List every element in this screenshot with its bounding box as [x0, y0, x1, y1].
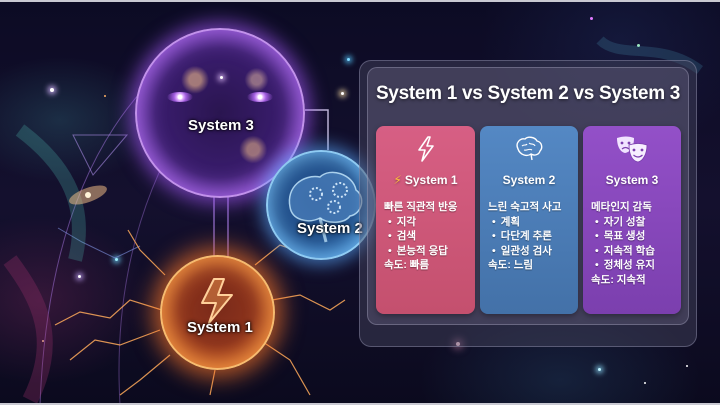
lightning-bolt-icon: [376, 134, 475, 164]
system2-orb: [266, 150, 376, 260]
system3-card: System 3 메타인지 감독 자기 성찰 목표 생성 지속적 학습 정체성 …: [583, 126, 681, 314]
brain-icon: [480, 134, 578, 164]
star: [115, 258, 118, 261]
card-heading: 메타인지 감독: [591, 201, 652, 213]
star: [104, 95, 106, 97]
list-item: 지속적 학습: [591, 244, 677, 259]
list-item: 자기 성찰: [591, 215, 677, 230]
list-item: 본능적 응답: [384, 244, 471, 259]
list-item: 일관성 검사: [488, 244, 574, 259]
list-item: 검색: [384, 229, 471, 244]
star: [341, 92, 344, 95]
lightning-emoji-icon: ⚡: [393, 173, 402, 187]
list-item: 목표 생성: [591, 229, 677, 244]
card-title: System 3: [605, 173, 659, 187]
card-speed: 속도: 느림: [488, 259, 534, 271]
card-body: 빠른 직관적 반응 지각 검색 본능적 응답 속도: 빠름: [384, 200, 471, 273]
star: [78, 275, 81, 278]
card-heading: 빠른 직관적 반응: [384, 201, 458, 213]
star: [644, 382, 646, 384]
bottom-border: [0, 403, 720, 405]
eye-icon: [167, 92, 193, 102]
star: [637, 44, 640, 47]
star: [347, 58, 350, 61]
card-title: ⚡System 1: [393, 173, 458, 187]
system1-orb: [160, 255, 275, 370]
list-item: 계획: [488, 215, 574, 230]
card-body: 느린 숙고적 사고 계획 다단계 추론 일관성 검사 속도: 느림: [488, 200, 574, 273]
card-body: 메타인지 감독 자기 성찰 목표 생성 지속적 학습 정체성 유지 속도: 지속…: [591, 200, 677, 287]
system3-orb-label: System 3: [188, 117, 254, 134]
lightning-bolt-icon: [201, 278, 233, 324]
card-title: System 2: [502, 173, 556, 187]
star: [50, 88, 54, 92]
star: [220, 76, 223, 79]
system1-orb-label: System 1: [187, 319, 253, 336]
list-item: 다단계 추론: [488, 229, 574, 244]
system3-orb: [135, 28, 305, 198]
star: [456, 342, 460, 346]
panel-title: System 1 vs System 2 vs System 3: [375, 83, 681, 104]
star: [686, 365, 688, 367]
system1-card: ⚡System 1 빠른 직관적 반응 지각 검색 본능적 응답 속도: 빠름: [376, 126, 475, 314]
card-speed: 속도: 빠름: [384, 259, 430, 271]
system2-orb-label: System 2: [297, 220, 363, 237]
card-heading: 느린 숙고적 사고: [488, 201, 562, 213]
card-speed: 속도: 지속적: [591, 273, 646, 286]
list-item: 정체성 유지: [591, 258, 677, 273]
system2-card: System 2 느린 숙고적 사고 계획 다단계 추론 일관성 검사 속도: …: [480, 126, 578, 314]
top-border: [0, 0, 720, 2]
star: [590, 17, 593, 20]
star: [598, 368, 601, 371]
eye-icon: [247, 92, 273, 102]
brain-gears-icon: [288, 171, 363, 243]
theater-masks-icon: [583, 134, 681, 164]
star: [42, 340, 44, 342]
list-item: 지각: [384, 215, 471, 230]
